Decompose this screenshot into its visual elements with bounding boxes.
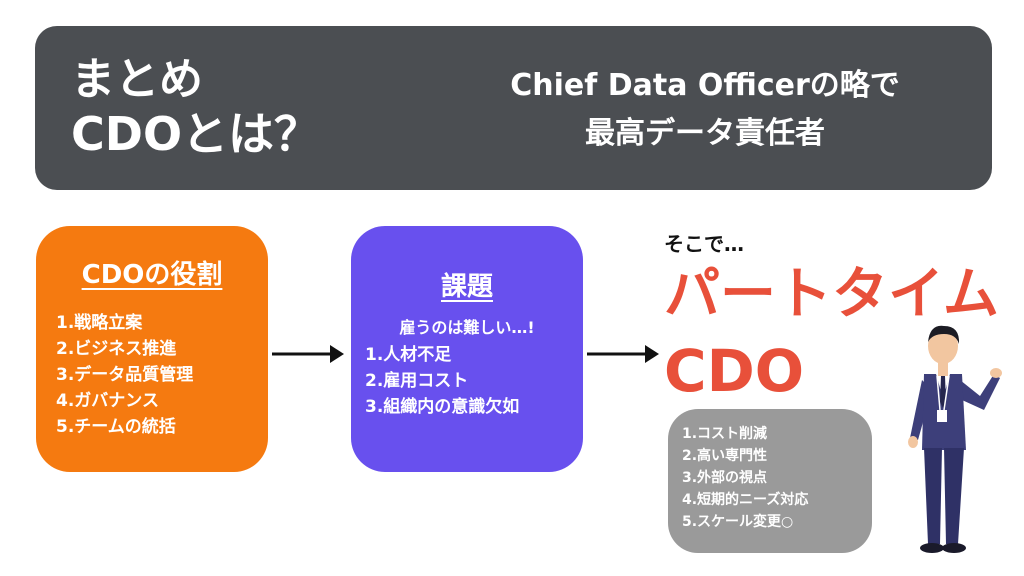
issue-box: 課題 雇うのは難しい…! 1.人材不足 2.雇用コスト 3.組織内の意識欠如 — [351, 226, 583, 472]
list-item: 3.組織内の意識欠如 — [365, 397, 520, 417]
banner-title-line1: まとめ — [71, 54, 203, 105]
cdo-role-title: CDOの役割 — [81, 260, 223, 290]
cdo-role-box: CDOの役割 1.戦略立案 2.ビジネス推進 3.データ品質管理 4.ガバナンス… — [36, 226, 268, 472]
list-item: 1.戦略立案 — [56, 313, 143, 333]
summary-banner: まとめ CDOとは？ Chief Data Officerの略で 最高データ責任… — [35, 26, 992, 190]
solution-headline-1: パートタイム — [664, 262, 999, 327]
benefit-list: 1.コスト削減 2.高い専門性 3.外部の視点 4.短期的ニーズ対応 5.スケー… — [668, 409, 872, 533]
issue-note: 雇うのは難しい…! — [399, 318, 535, 337]
solution-intro: そこで… — [664, 232, 744, 256]
list-item: 2.ビジネス推進 — [56, 339, 177, 359]
list-item: 3.外部の視点 — [682, 470, 768, 486]
benefit-box: 1.コスト削減 2.高い専門性 3.外部の視点 4.短期的ニーズ対応 5.スケー… — [668, 409, 872, 553]
list-item: 4.ガバナンス — [56, 391, 159, 411]
issue-list: 1.人材不足 2.雇用コスト 3.組織内の意識欠如 — [351, 342, 583, 420]
cdo-role-list: 1.戦略立案 2.ビジネス推進 3.データ品質管理 4.ガバナンス 5.チームの… — [36, 310, 268, 440]
solution-headline-2: CDO — [664, 337, 805, 405]
list-item: 5.チームの統括 — [56, 417, 176, 437]
arrow-right-icon — [587, 345, 659, 363]
list-item: 1.コスト削減 — [682, 426, 768, 442]
list-item: 2.高い専門性 — [682, 448, 768, 464]
banner-description-line1: Chief Data Officerの略で — [510, 68, 900, 103]
banner-description: Chief Data Officerの略で 最高データ責任者 — [435, 62, 975, 158]
arrow-right-icon — [272, 345, 344, 363]
list-item: 3.データ品質管理 — [56, 365, 194, 385]
list-item: 1.人材不足 — [365, 345, 452, 365]
businessman-illustration — [908, 325, 1002, 553]
issue-title: 課題 — [440, 272, 493, 302]
list-item: 4.短期的ニーズ対応 — [682, 492, 809, 508]
list-item: 5.スケール変更○ — [682, 514, 794, 530]
banner-title: まとめ CDOとは？ — [71, 54, 320, 162]
banner-title-line2: CDOとは？ — [71, 107, 321, 161]
list-item: 2.雇用コスト — [365, 371, 469, 391]
banner-description-line2: 最高データ責任者 — [585, 116, 825, 151]
